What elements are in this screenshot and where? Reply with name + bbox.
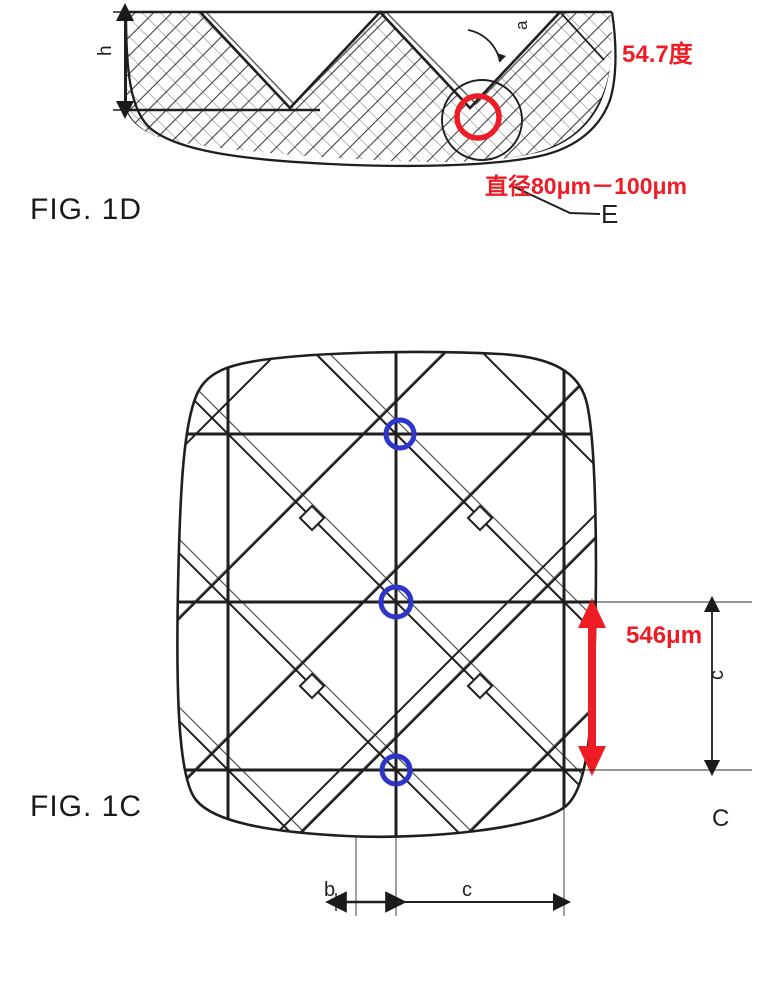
fig-1c-die-outline: [176, 350, 598, 839]
fig-1d-detail-balloon: [441, 79, 523, 161]
fig-1d-diameter-highlight-circle: [454, 93, 502, 141]
figure-label-1d: FIG. 1D: [30, 193, 143, 226]
fig-1d-secondary-hatching: [126, 12, 612, 163]
fig-1c-node-highlight-circle: [378, 584, 414, 620]
dimension-label-h: h: [95, 45, 116, 56]
dimension-label-b: b: [324, 879, 336, 901]
fig-1d-height-dimension: [113, 3, 140, 119]
fig-1d-groove-profile: [199, 10, 561, 110]
dimension-label-a: a: [512, 20, 531, 30]
fig-1d-angle-leader: [559, 11, 605, 61]
fig-1c-pitch-arrow: [578, 598, 606, 776]
annotation-diameter-80-100um: 直径80μm－100μm: [485, 173, 688, 199]
fig-1d-body-outline: [124, 11, 617, 168]
fig-1c-extension-lines-bottom: [355, 770, 565, 916]
fig-1d-angle-arrowhead: [497, 53, 506, 62]
annotation-angle-54-7: 54.7度: [622, 41, 693, 68]
fig-1d-groove-profile-offset: [205, 10, 567, 106]
fig-1c-grid-group: [177, 352, 596, 837]
dimension-label-c-bottom: c: [462, 879, 472, 901]
fig-1d-drawing: [113, 3, 617, 215]
figure-label-1c: FIG. 1C: [30, 790, 143, 823]
detail-callout-label-e: E: [601, 199, 619, 229]
fig-1c-extension-lines-right: [566, 601, 752, 771]
section-letter-label-c: C: [712, 805, 730, 832]
fig-1d-detail-leader-line: [509, 184, 601, 215]
annotation-pitch-546um: 546μm: [626, 622, 703, 649]
fig-1c-drawing: [176, 350, 752, 916]
fig-1c-cell-center-diamond: [298, 504, 494, 700]
fig-1c-diagonal-set-b-offset: [177, 352, 596, 837]
dimension-label-c-right: c: [706, 670, 728, 680]
fig-1c-node-highlight-circle: [383, 417, 417, 451]
